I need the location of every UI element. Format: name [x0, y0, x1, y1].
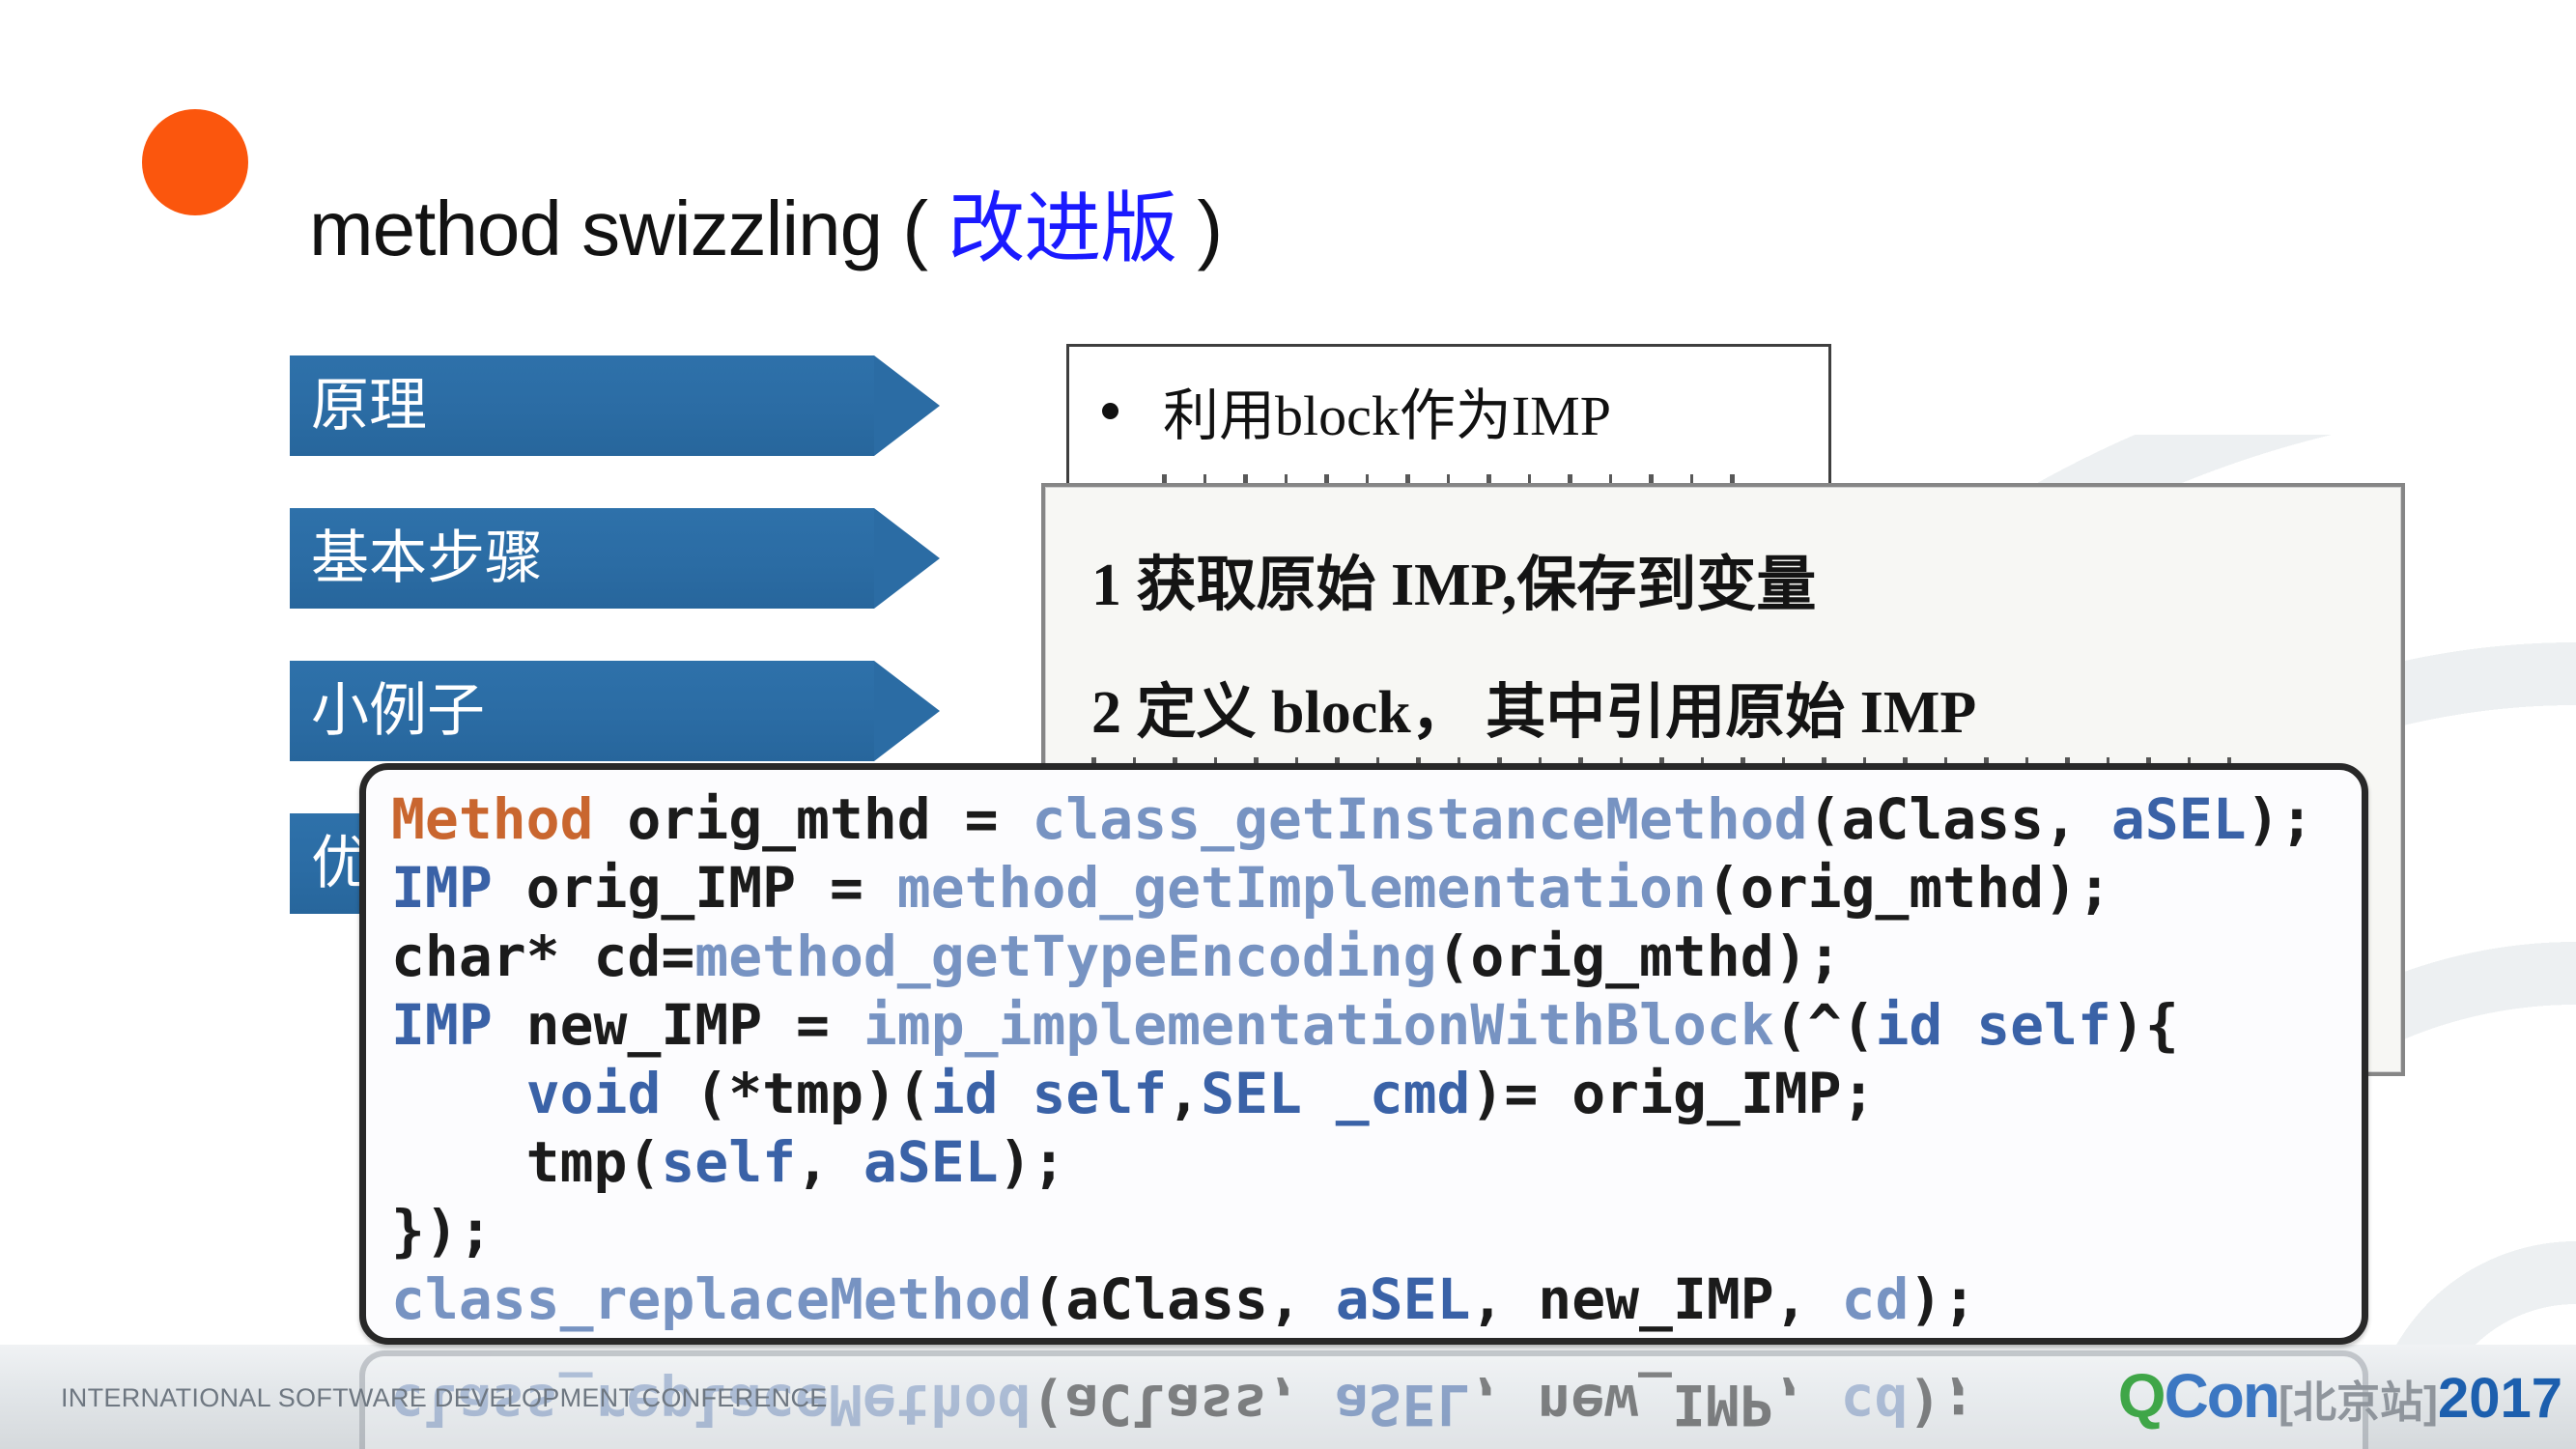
- logo-year: 2017: [2437, 1367, 2562, 1430]
- title-bullet-circle: [142, 109, 248, 215]
- code-token: );: [2246, 786, 2314, 852]
- code-token: );: [1908, 1372, 1976, 1437]
- code-token: method_getTypeEncoding: [694, 923, 1437, 989]
- page-title: method swizzling ( 改进版 ): [309, 166, 1223, 278]
- code-line: IMP new_IMP = imp_implementationWithBloc…: [391, 991, 2362, 1060]
- code-token: orig_mthd =: [593, 786, 1033, 852]
- code-token: imp_implementationWithBlock: [863, 992, 1774, 1058]
- code-token: (orig_mthd);: [1706, 855, 2111, 921]
- title-highlight: 改进版: [948, 185, 1177, 271]
- code-token: [1302, 1061, 1336, 1126]
- code-token: id: [1875, 992, 1943, 1058]
- code-token: [1942, 992, 1976, 1058]
- code-box: Method orig_mthd = class_getInstanceMeth…: [359, 763, 2368, 1345]
- footer-band: [0, 1345, 2576, 1449]
- code-token: self: [1976, 992, 2111, 1058]
- nav-item-label: 基本步骤: [311, 526, 543, 590]
- bullet-dot-icon: [1102, 402, 1118, 419]
- code-line: tmp(self, aSEL);: [391, 1128, 2362, 1197]
- title-text-after: ): [1176, 185, 1223, 271]
- code-token: self: [661, 1129, 797, 1195]
- code-token: orig_IMP =: [492, 855, 897, 921]
- code-token: aSEL: [1334, 1372, 1470, 1437]
- bullet-row: 利用block作为IMP: [1102, 370, 1611, 451]
- code-token: [391, 1061, 526, 1126]
- code-token: )= orig_IMP;: [1470, 1061, 1876, 1126]
- code-token: cd: [1840, 1372, 1909, 1437]
- conference-label: INTERNATIONAL SOFTWARE DEVELOPMENT CONFE…: [61, 1383, 828, 1412]
- code-token: IMP: [391, 855, 493, 921]
- code-token: (aClass,: [1807, 786, 2111, 852]
- code-token: });: [391, 1198, 493, 1264]
- code-box-reflection: class_replaceMethod(aClass, aSEL, new_IM…: [359, 1349, 2368, 1449]
- code-token: _cmd: [1335, 1061, 1471, 1126]
- code-token: (orig_mthd);: [1436, 923, 1842, 989]
- title-text-before: method swizzling (: [309, 185, 948, 271]
- code-token: [999, 1061, 1033, 1126]
- code-line: class_replaceMethod(aClass, aSEL, new_IM…: [391, 1265, 2362, 1334]
- code-token: (aClass,: [1031, 1372, 1335, 1437]
- code-token: (^(: [1773, 992, 1876, 1058]
- code-token: Method: [391, 786, 594, 852]
- code-token: tmp(: [391, 1129, 662, 1195]
- step-line: 2 定义 block， 其中引用原始 IMP: [1091, 680, 1977, 746]
- logo-con: Con: [2164, 1361, 2280, 1431]
- nav-item-label: 小例子: [311, 679, 485, 743]
- code-token: ,: [796, 1129, 863, 1195]
- nav-item-label: 原理: [311, 374, 427, 438]
- bullet-text: 利用block作为IMP: [1163, 384, 1612, 447]
- code-line: Method orig_mthd = class_getInstanceMeth…: [391, 785, 2362, 854]
- code-lines: Method orig_mthd = class_getInstanceMeth…: [391, 785, 2362, 1334]
- code-token: aSEL: [2110, 786, 2247, 852]
- code-token: );: [1909, 1266, 1977, 1332]
- code-token: (aClass,: [1032, 1266, 1336, 1332]
- code-token: , new_IMP,: [1469, 1372, 1841, 1437]
- code-token: char* cd=: [391, 923, 695, 989]
- code-token: );: [998, 1129, 1066, 1195]
- code-token: SEL: [1201, 1061, 1302, 1126]
- reflection-box: class_replaceMethod(aClass, aSEL, new_IM…: [359, 1350, 2368, 1449]
- code-token: method_getImplementation: [896, 855, 1707, 921]
- code-token: aSEL: [863, 1129, 999, 1195]
- nav-item: 基本步骤: [290, 508, 940, 609]
- code-token: cd: [1841, 1266, 1910, 1332]
- code-token: ,: [1167, 1061, 1202, 1126]
- code-token: ){: [2110, 992, 2179, 1058]
- code-token: , new_IMP,: [1470, 1266, 1842, 1332]
- bullet-box: 利用block作为IMP: [1066, 344, 1831, 497]
- code-line: IMP orig_IMP = method_getImplementation(…: [391, 854, 2362, 923]
- code-token: aSEL: [1335, 1266, 1471, 1332]
- logo-q: Q: [2117, 1361, 2166, 1431]
- code-line: void (*tmp)(id self,SEL _cmd)= orig_IMP;: [391, 1060, 2362, 1128]
- code-token: void: [525, 1061, 662, 1126]
- nav-item: 小例子: [290, 661, 940, 761]
- code-token: class_getInstanceMethod: [1032, 786, 1808, 852]
- code-line: });: [391, 1197, 2362, 1265]
- code-line: char* cd=method_getTypeEncoding(orig_mth…: [391, 923, 2362, 991]
- nav-item: 原理: [290, 355, 940, 456]
- code-token: new_IMP =: [492, 992, 863, 1058]
- code-token: id: [930, 1061, 999, 1126]
- code-token: IMP: [391, 992, 493, 1058]
- logo-station: [北京站]: [2278, 1378, 2438, 1427]
- code-token: self: [1032, 1061, 1168, 1126]
- code-token: class_replaceMethod: [391, 1266, 1033, 1332]
- code-token: (*tmp)(: [661, 1061, 931, 1126]
- step-line: 1 获取原始 IMP,保存到变量: [1091, 553, 1817, 618]
